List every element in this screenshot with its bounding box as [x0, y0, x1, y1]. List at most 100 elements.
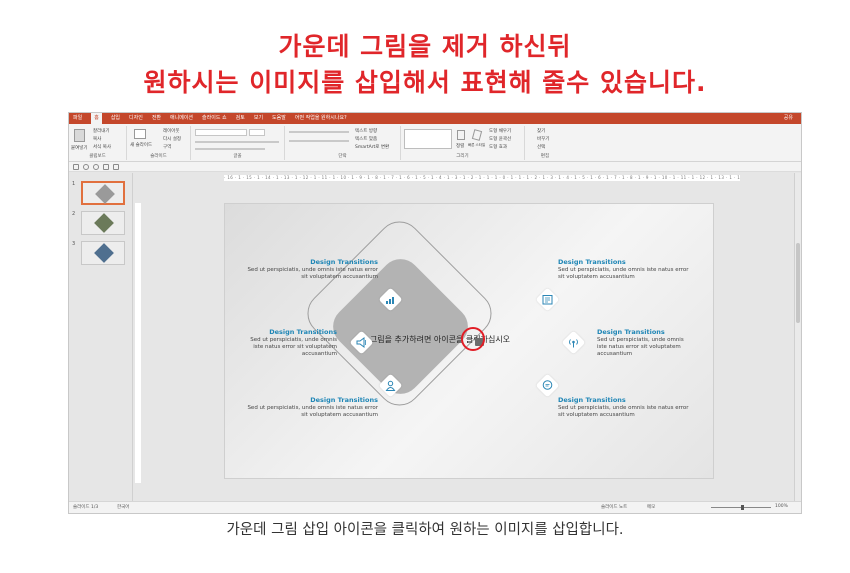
slide-thumbnails: 1 2 3	[69, 173, 133, 501]
slide-canvas[interactable]: 그림을 추가하려면 아이콘을 클릭하십시오 Design Transitions…	[224, 203, 714, 479]
tab-file[interactable]: 파일	[73, 115, 83, 121]
drawing-group: 정렬 빠른 스타일 도형 채우기 도형 윤곽선 도형 효과 그리기	[401, 126, 525, 160]
slide-thumbnail-1[interactable]	[81, 181, 125, 205]
language-indicator[interactable]: 한국어	[117, 505, 130, 510]
slideshow-icon[interactable]	[103, 164, 109, 170]
tab-slideshow[interactable]: 슬라이드 쇼	[202, 115, 227, 121]
section-button[interactable]: 구역	[163, 145, 172, 150]
placeholder-prompt: 그림을 추가하려면 아이콘을 클릭하십시오	[369, 335, 511, 344]
shapes-gallery[interactable]	[404, 129, 452, 149]
tab-design[interactable]: 디자인	[129, 115, 143, 121]
shape-effects-button[interactable]: 도형 효과	[489, 145, 507, 150]
find-button[interactable]: 찾기	[537, 129, 546, 134]
headline-line-2: 원하시는 이미지를 삽입해서 표현해 줄수 있습니다.	[143, 68, 707, 97]
ribbon: 붙여넣기 잘라내기 복사 서식 복사 클립보드 새 슬라이드 레이아웃 다시 설…	[69, 124, 801, 162]
undo-icon[interactable]	[83, 164, 89, 170]
quick-styles-button[interactable]: 빠른 스타일	[468, 143, 486, 147]
notes-button[interactable]: 슬라이드 노트	[601, 505, 628, 510]
shape-fill-button[interactable]: 도형 채우기	[489, 129, 512, 134]
slides-group: 새 슬라이드 레이아웃 다시 설정 구역 슬라이드	[127, 126, 191, 160]
highlight-circle	[461, 327, 485, 351]
format-painter-button[interactable]: 서식 복사	[93, 145, 111, 150]
font-format-buttons[interactable]	[195, 141, 279, 143]
horizontal-ruler: · 16 · 1 · 15 · 1 · 14 · 1 · 13 · 1 · 12…	[224, 175, 740, 181]
user-icon	[385, 380, 396, 391]
align-text-button[interactable]: 텍스트 맞춤	[355, 137, 378, 142]
font-label: 글꼴	[233, 154, 242, 159]
align-buttons[interactable]	[289, 140, 349, 142]
bar-chart-icon	[386, 297, 394, 304]
slide-counter: 슬라이드 1/3	[73, 505, 99, 510]
paragraph-label: 단락	[338, 154, 347, 159]
font-size-combo[interactable]	[249, 129, 265, 136]
thumb-number-1: 1	[72, 181, 76, 187]
tell-me-search[interactable]: 어떤 작업을 원하시나요?	[294, 115, 347, 121]
arrange-button[interactable]: 정렬	[456, 144, 465, 149]
tab-animations[interactable]: 애니메이션	[170, 115, 194, 121]
arrange-icon	[457, 130, 465, 140]
tab-insert[interactable]: 삽입	[110, 115, 121, 121]
ribbon-tabs: 파일 홈 삽입 디자인 전환 애니메이션 슬라이드 쇼 검토 보기 도움말 어떤…	[69, 113, 801, 124]
vertical-ruler	[135, 203, 141, 483]
item-title-bottom-right: Design Transitions	[558, 396, 626, 404]
thumb-number-3: 3	[72, 241, 76, 247]
text-direction-button[interactable]: 텍스트 방향	[355, 129, 378, 134]
share-button[interactable]: 공유	[783, 115, 793, 121]
item-desc-top-right: Sed ut perspiciatis, unde omnis iste nat…	[558, 267, 689, 280]
font-group: 글꼴	[191, 126, 285, 160]
status-bar: 슬라이드 1/3 한국어 슬라이드 노트 메모 100%	[69, 501, 801, 513]
new-slide-icon	[134, 129, 146, 139]
font-color-buttons[interactable]	[195, 148, 265, 150]
paste-button[interactable]: 붙여넣기	[71, 146, 88, 151]
replace-button[interactable]: 바꾸기	[537, 137, 550, 142]
zoom-slider-knob[interactable]	[741, 505, 744, 510]
quick-access-toolbar	[69, 162, 801, 172]
shape-outline-button[interactable]: 도형 윤곽선	[489, 137, 512, 142]
item-desc-top-left: Sed ut perspiciatis, unde omnis iste nat…	[247, 267, 378, 280]
item-title-middle-right: Design Transitions	[597, 328, 665, 336]
reset-button[interactable]: 다시 설정	[163, 137, 181, 142]
paragraph-group: 텍스트 방향 텍스트 맞춤 SmartArt로 변환 단락	[285, 126, 401, 160]
vertical-scrollbar[interactable]	[794, 173, 801, 501]
copy-button[interactable]: 복사	[93, 137, 102, 142]
news-icon	[542, 295, 553, 305]
comments-button[interactable]: 메모	[647, 505, 656, 510]
chat-icon	[542, 380, 553, 390]
clipboard-group: 붙여넣기 잘라내기 복사 서식 복사 클립보드	[69, 126, 127, 160]
powerpoint-window: 파일 홈 삽입 디자인 전환 애니메이션 슬라이드 쇼 검토 보기 도움말 어떤…	[68, 112, 802, 514]
item-desc-middle-left: Sed ut perspiciatis, unde omnis iste nat…	[250, 337, 337, 357]
editing-group: 찾기 바꾸기 선택 편집	[525, 126, 565, 160]
slide-thumbnail-3[interactable]	[81, 241, 125, 265]
new-slide-button[interactable]: 새 슬라이드	[130, 143, 153, 148]
editing-label: 편집	[540, 154, 550, 159]
cut-button[interactable]: 잘라내기	[93, 129, 110, 134]
tab-home[interactable]: 홈	[91, 113, 102, 124]
drawing-label: 그리기	[456, 154, 469, 159]
tab-review[interactable]: 검토	[235, 115, 245, 121]
slides-label: 슬라이드	[150, 154, 167, 159]
broadcast-icon	[569, 339, 578, 348]
scrollbar-thumb[interactable]	[796, 243, 800, 323]
list-buttons[interactable]	[289, 131, 349, 133]
layout-button[interactable]: 레이아웃	[163, 129, 180, 134]
item-desc-bottom-left: Sed ut perspiciatis, unde omnis iste nat…	[247, 405, 378, 418]
quick-styles-icon	[471, 129, 483, 141]
item-title-top-right: Design Transitions	[558, 258, 626, 266]
headline-line-1: 가운데 그림을 제거 하신뒤	[278, 32, 572, 61]
font-name-combo[interactable]	[195, 129, 247, 136]
smartart-button[interactable]: SmartArt로 변환	[355, 145, 390, 150]
paste-icon	[74, 129, 85, 142]
save-icon[interactable]	[73, 164, 79, 170]
slide-thumbnail-2[interactable]	[81, 211, 125, 235]
zoom-level[interactable]: 100%	[775, 504, 788, 509]
tab-help[interactable]: 도움말	[272, 115, 286, 121]
tab-view[interactable]: 보기	[253, 115, 264, 121]
caption: 가운데 그림 삽입 아이콘을 클릭하여 원하는 이미지를 삽입합니다.	[226, 522, 624, 538]
clipboard-label: 클립보드	[89, 154, 106, 159]
redo-icon[interactable]	[93, 164, 99, 170]
item-title-top-left: Design Transitions	[310, 258, 378, 266]
select-button[interactable]: 선택	[537, 145, 546, 150]
customize-icon[interactable]	[113, 164, 119, 170]
tab-transitions[interactable]: 전환	[151, 115, 162, 121]
megaphone-icon	[356, 337, 366, 348]
